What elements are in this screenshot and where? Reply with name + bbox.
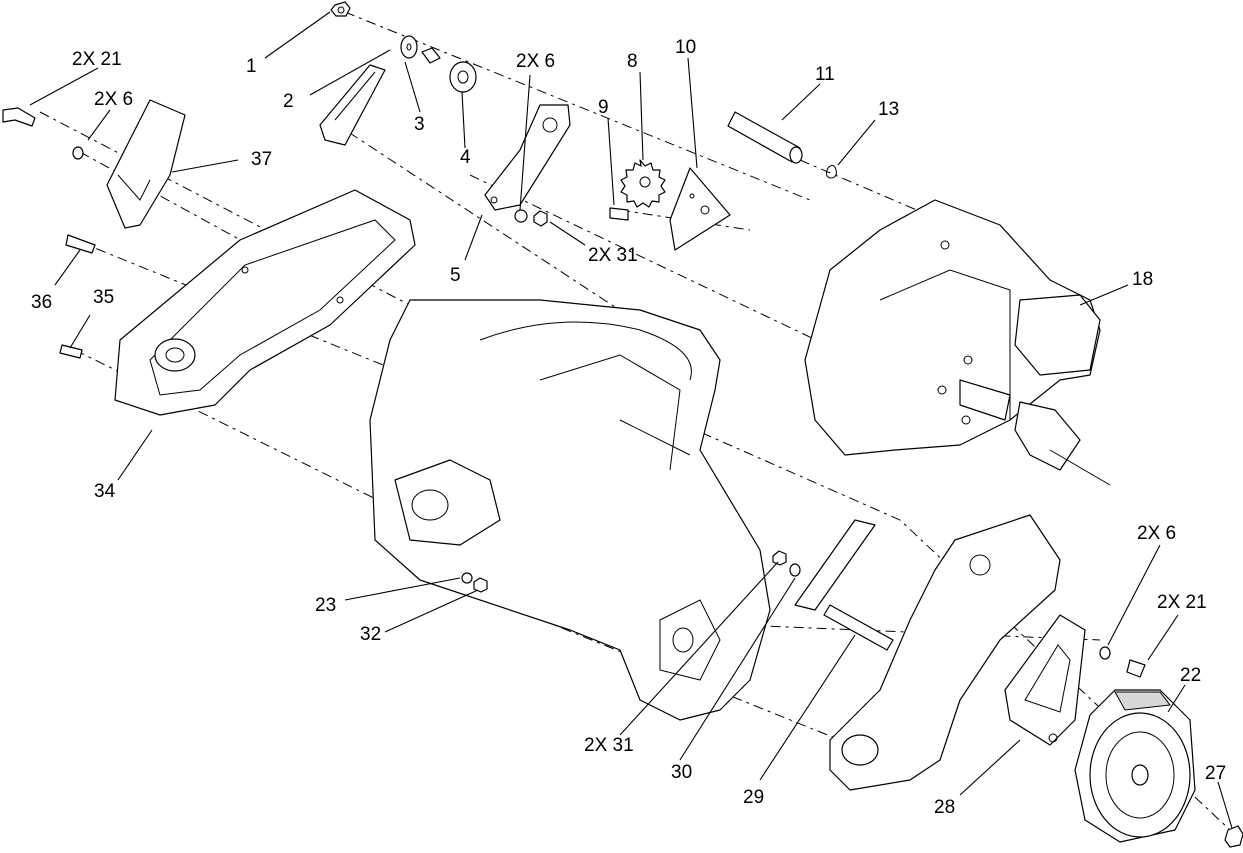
callout-2x31-top: 2X 31 — [588, 245, 638, 266]
part-axle-29 — [823, 604, 894, 651]
callout-5: 5 — [450, 265, 461, 286]
part-washer-3 — [400, 35, 441, 64]
part-nut-32 — [473, 577, 488, 593]
part-nut-31-bottom — [772, 550, 787, 566]
callout-18: 18 — [1132, 269, 1154, 290]
callout-37: 37 — [251, 149, 273, 170]
part-gear-8 — [620, 159, 666, 208]
callout-34: 34 — [94, 481, 116, 502]
part-bolt-36 — [65, 234, 96, 254]
callout-32: 32 — [360, 624, 382, 645]
callout-27: 27 — [1205, 763, 1227, 784]
part-idler-bracket-5 — [484, 104, 571, 211]
part-washer-6-top — [514, 209, 528, 223]
part-engine-18 — [804, 199, 1111, 486]
callout-4: 4 — [460, 147, 471, 168]
part-auger-housing — [369, 299, 771, 721]
callout-2x21-right: 2X 21 — [1157, 592, 1207, 613]
part-bolt-9 — [609, 207, 629, 221]
part-bolt-21-right — [1126, 659, 1146, 678]
callout-2: 2 — [283, 91, 294, 112]
callout-8: 8 — [627, 51, 638, 72]
callout-13: 13 — [878, 99, 900, 120]
callout-2x6-left: 2X 6 — [94, 89, 134, 110]
callout-2x6-right: 2X 6 — [1137, 523, 1177, 544]
part-wheel-22 — [1074, 689, 1196, 843]
callout-29: 29 — [743, 787, 765, 808]
part-washer-6-right — [1099, 646, 1111, 660]
callout-2x6-top: 2X 6 — [516, 51, 556, 72]
callout-35: 35 — [93, 287, 115, 308]
part-side-plate — [829, 514, 1061, 791]
callout-28: 28 — [934, 797, 956, 818]
part-tube — [794, 519, 876, 611]
callout-11: 11 — [815, 64, 835, 85]
part-wheel-bracket-28 — [1004, 614, 1086, 746]
part-bolt-35 — [59, 344, 83, 359]
part-nut-31-top — [533, 210, 548, 227]
part-bolt-21-left — [2, 107, 36, 127]
part-washer-23 — [461, 572, 473, 584]
callout-2x31-bottom: 2X 31 — [584, 735, 634, 756]
part-nut-1 — [330, 1, 351, 17]
callout-30: 30 — [671, 762, 693, 783]
callout-1: 1 — [246, 56, 257, 77]
callout-9: 9 — [598, 97, 609, 118]
part-belt-cover-34 — [114, 189, 416, 416]
part-bracket-37 — [106, 99, 186, 229]
callout-3: 3 — [414, 114, 425, 135]
callout-10: 10 — [675, 37, 697, 58]
leader-lines — [29, 11, 1233, 829]
callout-23: 23 — [315, 595, 337, 616]
part-washer-6-left — [72, 146, 84, 160]
part-shaft-11 — [727, 111, 803, 164]
part-plate-10 — [669, 167, 731, 251]
callout-2x21-left: 2X 21 — [72, 49, 122, 70]
part-belt-guard-2 — [319, 64, 386, 146]
part-clip-13 — [825, 164, 837, 179]
part-bearing-4 — [449, 61, 477, 93]
part-nut-27 — [1224, 825, 1243, 848]
callout-22: 22 — [1180, 665, 1202, 686]
part-washer-30 — [789, 563, 801, 577]
callout-36: 36 — [31, 292, 53, 313]
